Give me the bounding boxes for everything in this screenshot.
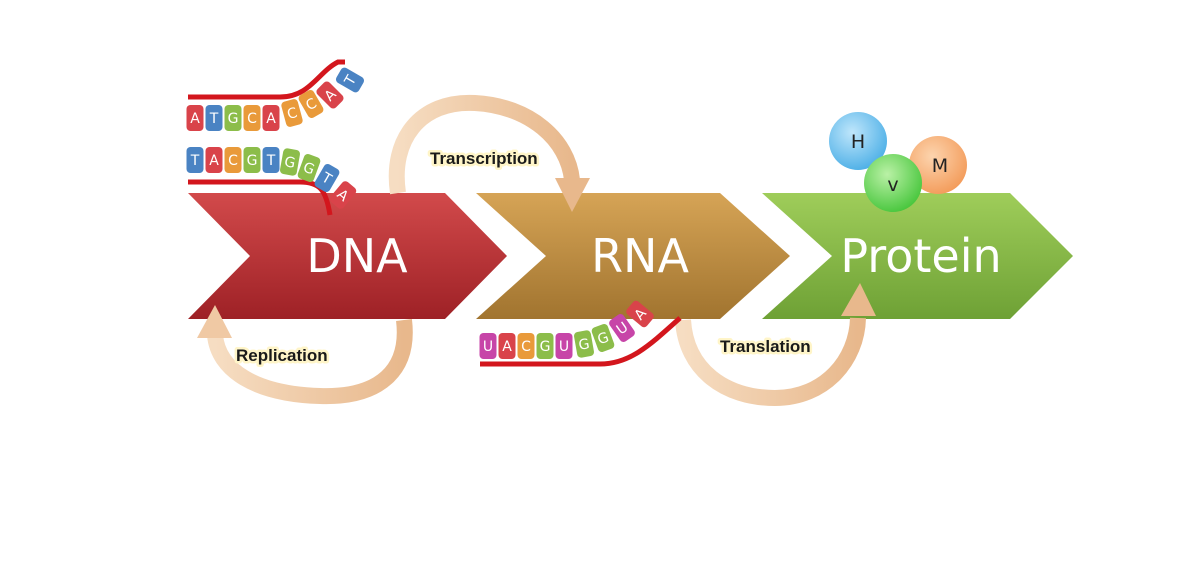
rna-base: U: [609, 314, 635, 342]
rna-chevron: [476, 193, 790, 319]
base-letter: G: [247, 153, 258, 169]
amino-acid-h: H: [829, 112, 887, 170]
amino-acid-v-label: v: [887, 174, 898, 196]
rna-base: U: [479, 333, 497, 359]
dna-top-base: C: [243, 105, 261, 131]
base-letter: C: [285, 105, 299, 123]
dna-top-base: T: [335, 67, 365, 93]
protein-label: Protein: [840, 229, 1001, 283]
base-letter: G: [540, 339, 551, 355]
base-letter: T: [209, 111, 219, 127]
base-letter: A: [266, 111, 276, 127]
dna-bottom-base: T: [262, 147, 280, 173]
protein-chevron: [762, 193, 1073, 319]
base-letter: A: [190, 111, 200, 127]
base-letter: G: [596, 330, 612, 349]
translation-arrow: [675, 283, 876, 407]
dna-top-base: C: [298, 89, 324, 119]
base-letter: C: [247, 111, 257, 127]
base-letter: A: [502, 339, 512, 355]
amino-acid-v: v: [864, 154, 922, 212]
rna-base: C: [517, 333, 535, 359]
dna-bottom-base: A: [329, 181, 357, 209]
amino-acid-h-label: H: [851, 131, 865, 153]
base-letter: C: [228, 153, 238, 169]
dna-top-base: T: [205, 105, 223, 131]
replication-arrow: [197, 305, 413, 405]
dna-top-base: A: [316, 81, 344, 109]
dna-bottom-base: T: [314, 163, 340, 193]
dna-bottom-base: G: [243, 147, 261, 173]
dna-bottom-base: A: [205, 147, 223, 173]
dna-bottom-base: G: [280, 148, 300, 176]
base-letter: U: [559, 339, 569, 355]
dna-top-base: G: [224, 105, 242, 131]
rna-base: G: [591, 324, 615, 352]
rna-base: G: [536, 333, 554, 359]
dna-top-base: A: [186, 105, 204, 131]
rna-label: RNA: [591, 229, 689, 283]
dna-top-base: C: [281, 99, 303, 127]
replication-label: Replication: [236, 346, 328, 365]
dna-chevron: [188, 193, 507, 319]
dna-bottom-base: T: [186, 147, 204, 173]
amino-acid-m: M: [909, 136, 967, 194]
amino-acid-m-label: M: [932, 155, 948, 177]
dna-bottom-base: C: [224, 147, 242, 173]
base-letter: G: [228, 111, 239, 127]
transcription-arrow: [388, 94, 590, 212]
base-letter: U: [483, 339, 493, 355]
base-letter: T: [190, 153, 200, 169]
transcription-label: Transcription: [430, 149, 538, 168]
rna-base: A: [626, 300, 654, 328]
rna-base: A: [498, 333, 516, 359]
dna-top-base: A: [262, 105, 280, 131]
dna-label: DNA: [306, 229, 408, 283]
base-letter: T: [266, 153, 276, 169]
base-letter: C: [521, 339, 531, 355]
base-letter: G: [301, 160, 317, 179]
base-letter: G: [283, 154, 296, 172]
base-letter: A: [209, 153, 219, 169]
translation-label: Translation: [720, 337, 811, 356]
rna-base: U: [555, 333, 573, 359]
base-letter: G: [577, 336, 590, 354]
dna-bottom-base: G: [297, 154, 321, 182]
rna-base: G: [574, 330, 594, 358]
